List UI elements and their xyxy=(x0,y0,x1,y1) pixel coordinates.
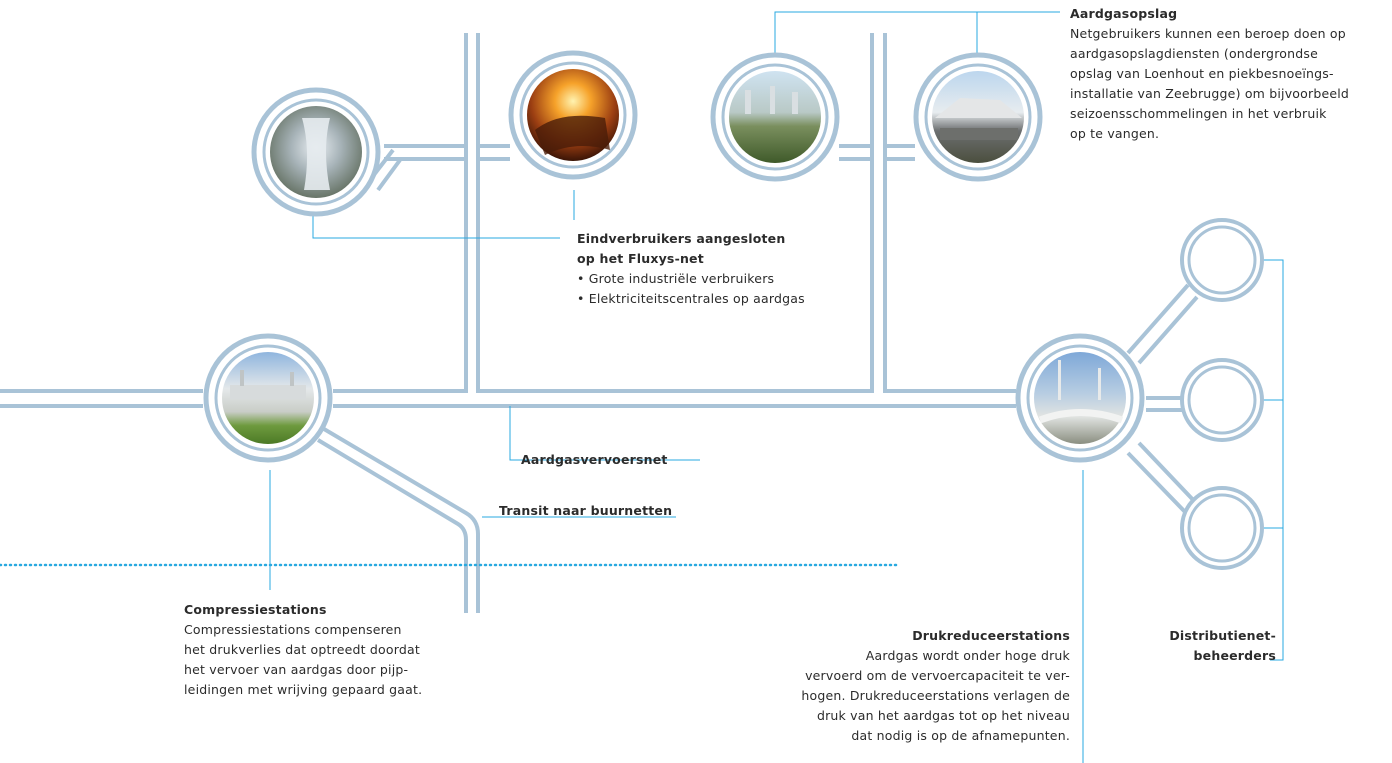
label-drukreduceerstations-line: hogen. Drukreduceerstations verlagen de xyxy=(801,688,1070,703)
label-drukreduceerstations-line: druk van het aardgas tot op het niveau xyxy=(816,708,1070,723)
label-eindverbruikers-bullet: • Grote industriële verbruikers xyxy=(577,271,775,286)
leader-distribution xyxy=(1263,259,1284,661)
branch-industrial xyxy=(478,144,510,161)
branch-storage-left xyxy=(839,144,872,161)
label-aardgasopslag-line: Netgebruikers kunnen een beroep doen op xyxy=(1070,26,1346,41)
label-aardgasopslag: Aardgasopslag Netgebruikers kunnen een b… xyxy=(1070,4,1349,144)
label-drukreduceerstations: Drukreduceerstations Aardgas wordt onder… xyxy=(801,626,1070,746)
branch-cooling-tower xyxy=(384,144,466,161)
label-eindverbruikers-title: Eindverbruikers aangesloten xyxy=(577,231,786,246)
distribution-branches xyxy=(1126,283,1199,517)
label-compressiestations-line: het vervoer van aardgas door pijp- xyxy=(184,662,409,677)
node-industrial xyxy=(508,50,638,180)
leader-lines xyxy=(269,11,1284,763)
main-pipe-upper xyxy=(0,33,1016,393)
leader-network xyxy=(509,406,700,461)
node-storage-1 xyxy=(710,52,840,182)
label-eindverbruikers-bullet: • Elektriciteitscentrales op aardgas xyxy=(577,291,805,306)
distribution-node-1 xyxy=(1180,218,1264,302)
label-compressiestations-line: leidingen met wrijving gepaard gaat. xyxy=(184,682,423,697)
transit-pipe xyxy=(316,427,480,613)
label-aardgasopslag-line: aardgasopslagdiensten (ondergrondse xyxy=(1070,46,1318,61)
label-distributienetbeheerders-line: Distributienet- xyxy=(1169,628,1276,643)
label-drukreduceerstations-title: Drukreduceerstations xyxy=(912,628,1070,643)
distribution-node-3 xyxy=(1180,486,1264,570)
label-aardgasopslag-line: seizoensschommelingen in het verbruik xyxy=(1070,106,1327,121)
label-aardgasopslag-line: installatie van Zeebrugge) om bijvoorbee… xyxy=(1070,86,1350,101)
label-drukreduceerstations-line: Aardgas wordt onder hoge druk xyxy=(865,648,1070,663)
label-eindverbruikers-title: op het Fluxys-net xyxy=(577,251,704,266)
distribution-node-2 xyxy=(1180,358,1264,442)
label-transit-title: Transit naar buurnetten xyxy=(499,503,673,518)
label-aardgasopslag-line: opslag van Loenhout en piekbesnoeïngs- xyxy=(1070,66,1334,81)
label-drukreduceerstations-line: vervoerd om de vervoercapaciteit te ver- xyxy=(805,668,1070,683)
node-cooling-tower xyxy=(251,87,381,217)
label-drukreduceerstations-line: dat nodig is op de afnamepunten. xyxy=(851,728,1070,743)
leader-storage xyxy=(774,11,1060,55)
branch-storage-right xyxy=(885,144,915,161)
label-compressiestations-title: Compressiestations xyxy=(184,602,327,617)
leader-end-users xyxy=(312,190,575,239)
node-storage-2 xyxy=(913,52,1043,182)
node-compression-station xyxy=(203,333,333,463)
label-compressiestations-line: Compressiestations compenseren xyxy=(184,622,402,637)
label-vervoersnet-title: Aardgasvervoersnet xyxy=(521,452,668,467)
label-eindverbruikers: Eindverbruikers aangesloten op het Fluxy… xyxy=(577,229,805,309)
label-aardgasopslag-line: op te vangen. xyxy=(1070,126,1160,141)
label-compressiestations: Compressiestations Compressiestations co… xyxy=(184,600,422,700)
label-vervoersnet: Aardgasvervoersnet xyxy=(521,450,668,470)
label-compressiestations-line: het drukverlies dat optreedt doordat xyxy=(184,642,420,657)
label-distributienetbeheerders-line: beheerders xyxy=(1193,648,1276,663)
label-aardgasopslag-title: Aardgasopslag xyxy=(1070,6,1178,21)
pipes xyxy=(0,33,1199,613)
label-transit: Transit naar buurnetten xyxy=(499,501,672,521)
node-pressure-reduction xyxy=(1015,333,1145,463)
label-distributienetbeheerders: Distributienet- beheerders xyxy=(1169,626,1276,666)
